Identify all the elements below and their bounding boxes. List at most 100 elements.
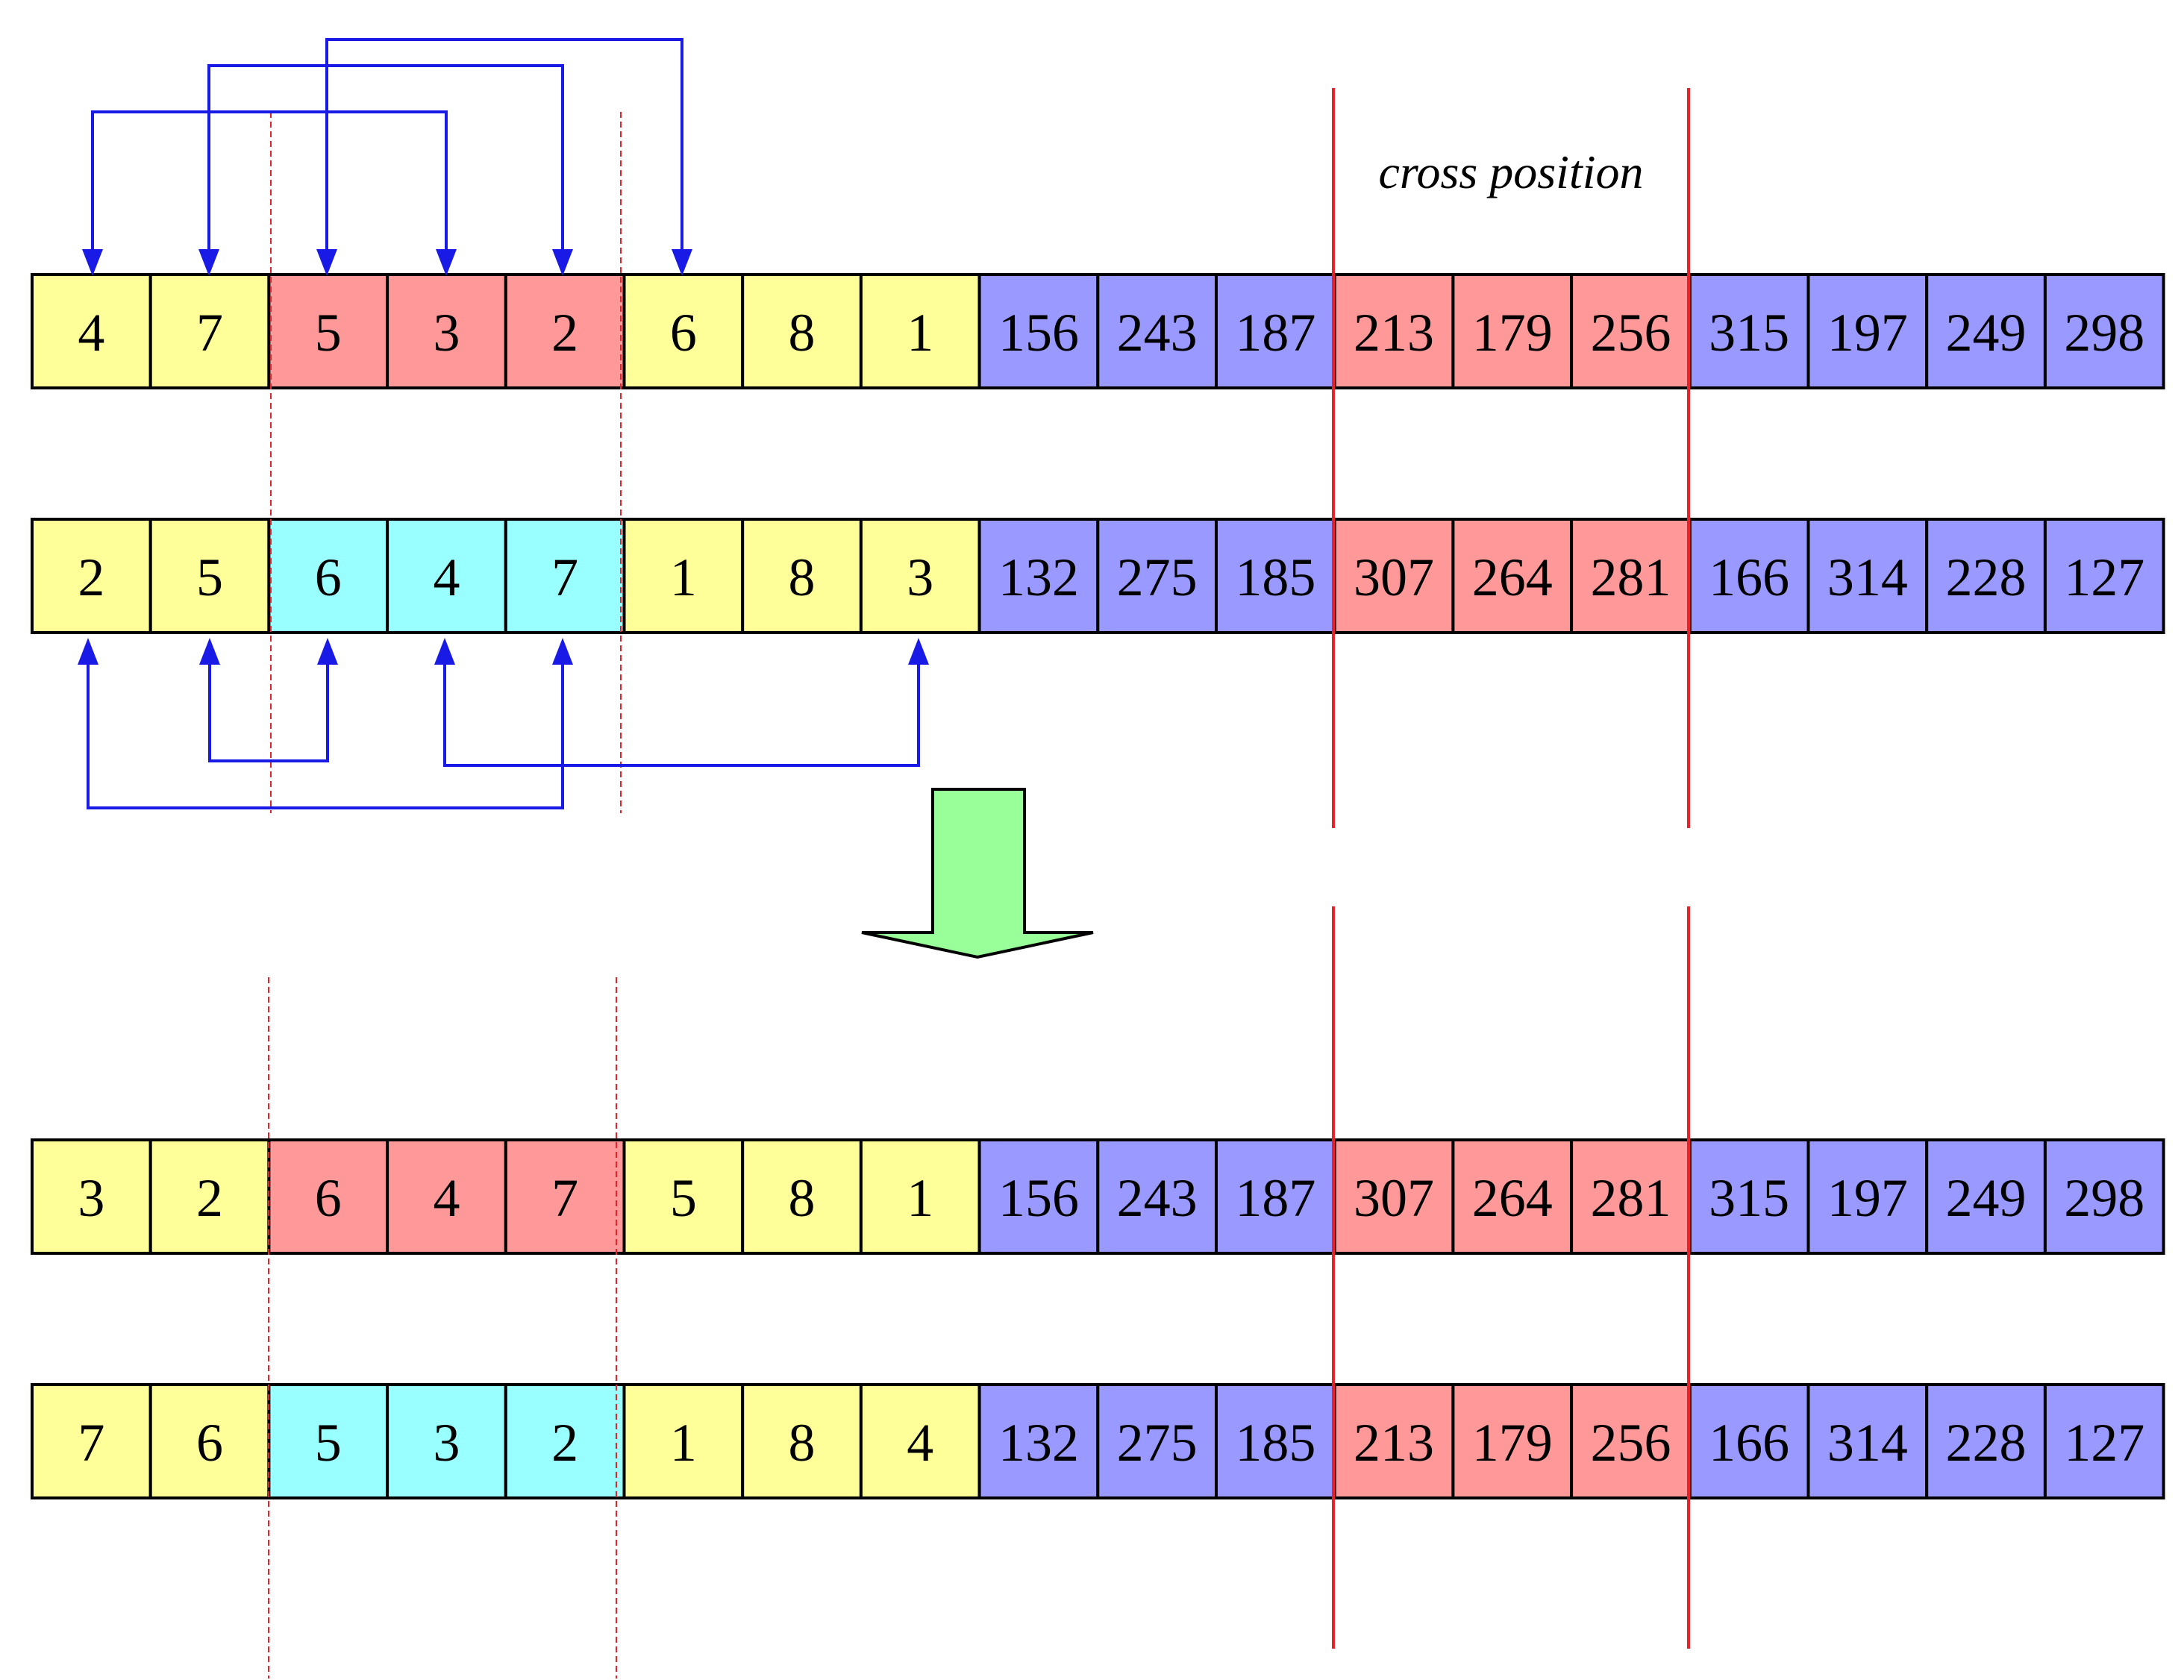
gene-value: 4 [433,548,460,607]
mapping-arrow-5-to-6 [208,660,329,762]
gene-cell [386,518,507,634]
gene-value: 8 [789,303,816,363]
gene-value: 298 [2064,303,2144,363]
gene-cell [1333,1138,1455,1255]
gene-cell [1333,1383,1455,1499]
gene-cell [31,1138,152,1255]
gene-value: 275 [1117,1413,1198,1473]
gene-value: 228 [1946,1413,2027,1473]
gene-cell [1688,1138,1810,1255]
gene-cell [1570,273,1692,389]
gene-cell [504,273,626,389]
gene-cell [148,518,271,634]
gene-value: 3 [907,548,933,607]
gene-cell [1806,273,1929,389]
arrowhead [908,638,929,665]
gene-cell [31,518,152,634]
arrowhead [436,249,457,276]
gene-value: 187 [1235,303,1315,363]
gene-cell [1570,1138,1692,1255]
gene-value: 156 [998,1168,1079,1228]
gene-value: 8 [789,1168,816,1228]
gene-cell [1925,518,2047,634]
gene-value: 314 [1827,548,1908,607]
gene-value: 8 [789,548,816,607]
gene-value: 185 [1235,548,1315,607]
gene-value: 5 [196,548,223,607]
gene-value: 187 [1235,1168,1315,1228]
arrowhead [552,249,573,276]
gene-value: 228 [1946,548,2027,607]
gene-cell [148,1383,271,1499]
gene-value: 243 [1117,1168,1198,1228]
gene-cell [1215,1138,1336,1255]
gene-cell [977,518,1100,634]
gene-value: 281 [1590,548,1671,607]
gene-value: 166 [1709,548,1789,607]
gene-value: 156 [998,303,1079,363]
gene-cell [1215,518,1336,634]
arrowhead [552,638,573,665]
gene-value: 179 [1472,303,1553,363]
gene-value: 5 [315,303,342,363]
gene-cell [1806,518,1929,634]
gene-value: 3 [433,1413,460,1473]
arrowhead [78,638,98,665]
gene-cell [1570,1383,1692,1499]
gene-value: 314 [1827,1413,1908,1473]
arrowhead [672,249,692,276]
gene-cell [1806,1383,1929,1499]
gene-value: 243 [1117,303,1198,363]
gene-cell [741,273,863,389]
gene-value: 307 [1354,1168,1434,1228]
gene-cell [2043,518,2165,634]
gene-value: 213 [1354,1413,1434,1473]
gene-value: 1 [670,1413,697,1473]
gene-cell [1096,518,1218,634]
gene-cell [1451,273,1574,389]
gene-cell [859,1383,981,1499]
gene-cell [741,518,863,634]
gene-value: 1 [907,1168,933,1228]
gene-value: 4 [78,303,104,363]
gene-value: 6 [670,303,697,363]
gene-value: 281 [1590,1168,1671,1228]
gene-value: 249 [1946,303,2027,363]
gene-value: 8 [789,1413,816,1473]
gene-value: 197 [1827,1168,1908,1228]
gene-cell [859,273,981,389]
gene-value: 275 [1117,548,1198,607]
gene-cell [504,1383,626,1499]
permutation-segment-markers [268,112,622,1679]
gene-cell [1096,1138,1218,1255]
gene-value: 264 [1472,1168,1553,1228]
gene-cell [977,1138,1100,1255]
mapping-arrow-4-to-3 [443,660,920,767]
gene-cell [267,518,389,634]
gene-cell [1451,1383,1574,1499]
gene-cell [148,1138,271,1255]
gene-value: 4 [433,1168,460,1228]
gene-cell [2043,1383,2165,1499]
mapping-arrows-bottom [78,638,929,809]
gene-value: 166 [1709,1413,1789,1473]
gene-value: 7 [78,1413,104,1473]
cross-position-label: cross position [1379,145,1644,198]
gene-cell [31,1383,152,1499]
gene-value: 256 [1590,303,1671,363]
gene-cell [1451,1138,1574,1255]
gene-cell [1451,518,1574,634]
gene-cell [1096,1383,1218,1499]
gene-cell [1096,273,1218,389]
gene-cell [1925,273,2047,389]
gene-cell [622,1383,745,1499]
gene-value: 3 [78,1168,104,1228]
mapping-arrow-4-to-3 [91,110,448,257]
gene-value: 2 [551,1413,578,1473]
gene-value: 7 [551,548,578,607]
gene-value: 298 [2064,1168,2144,1228]
